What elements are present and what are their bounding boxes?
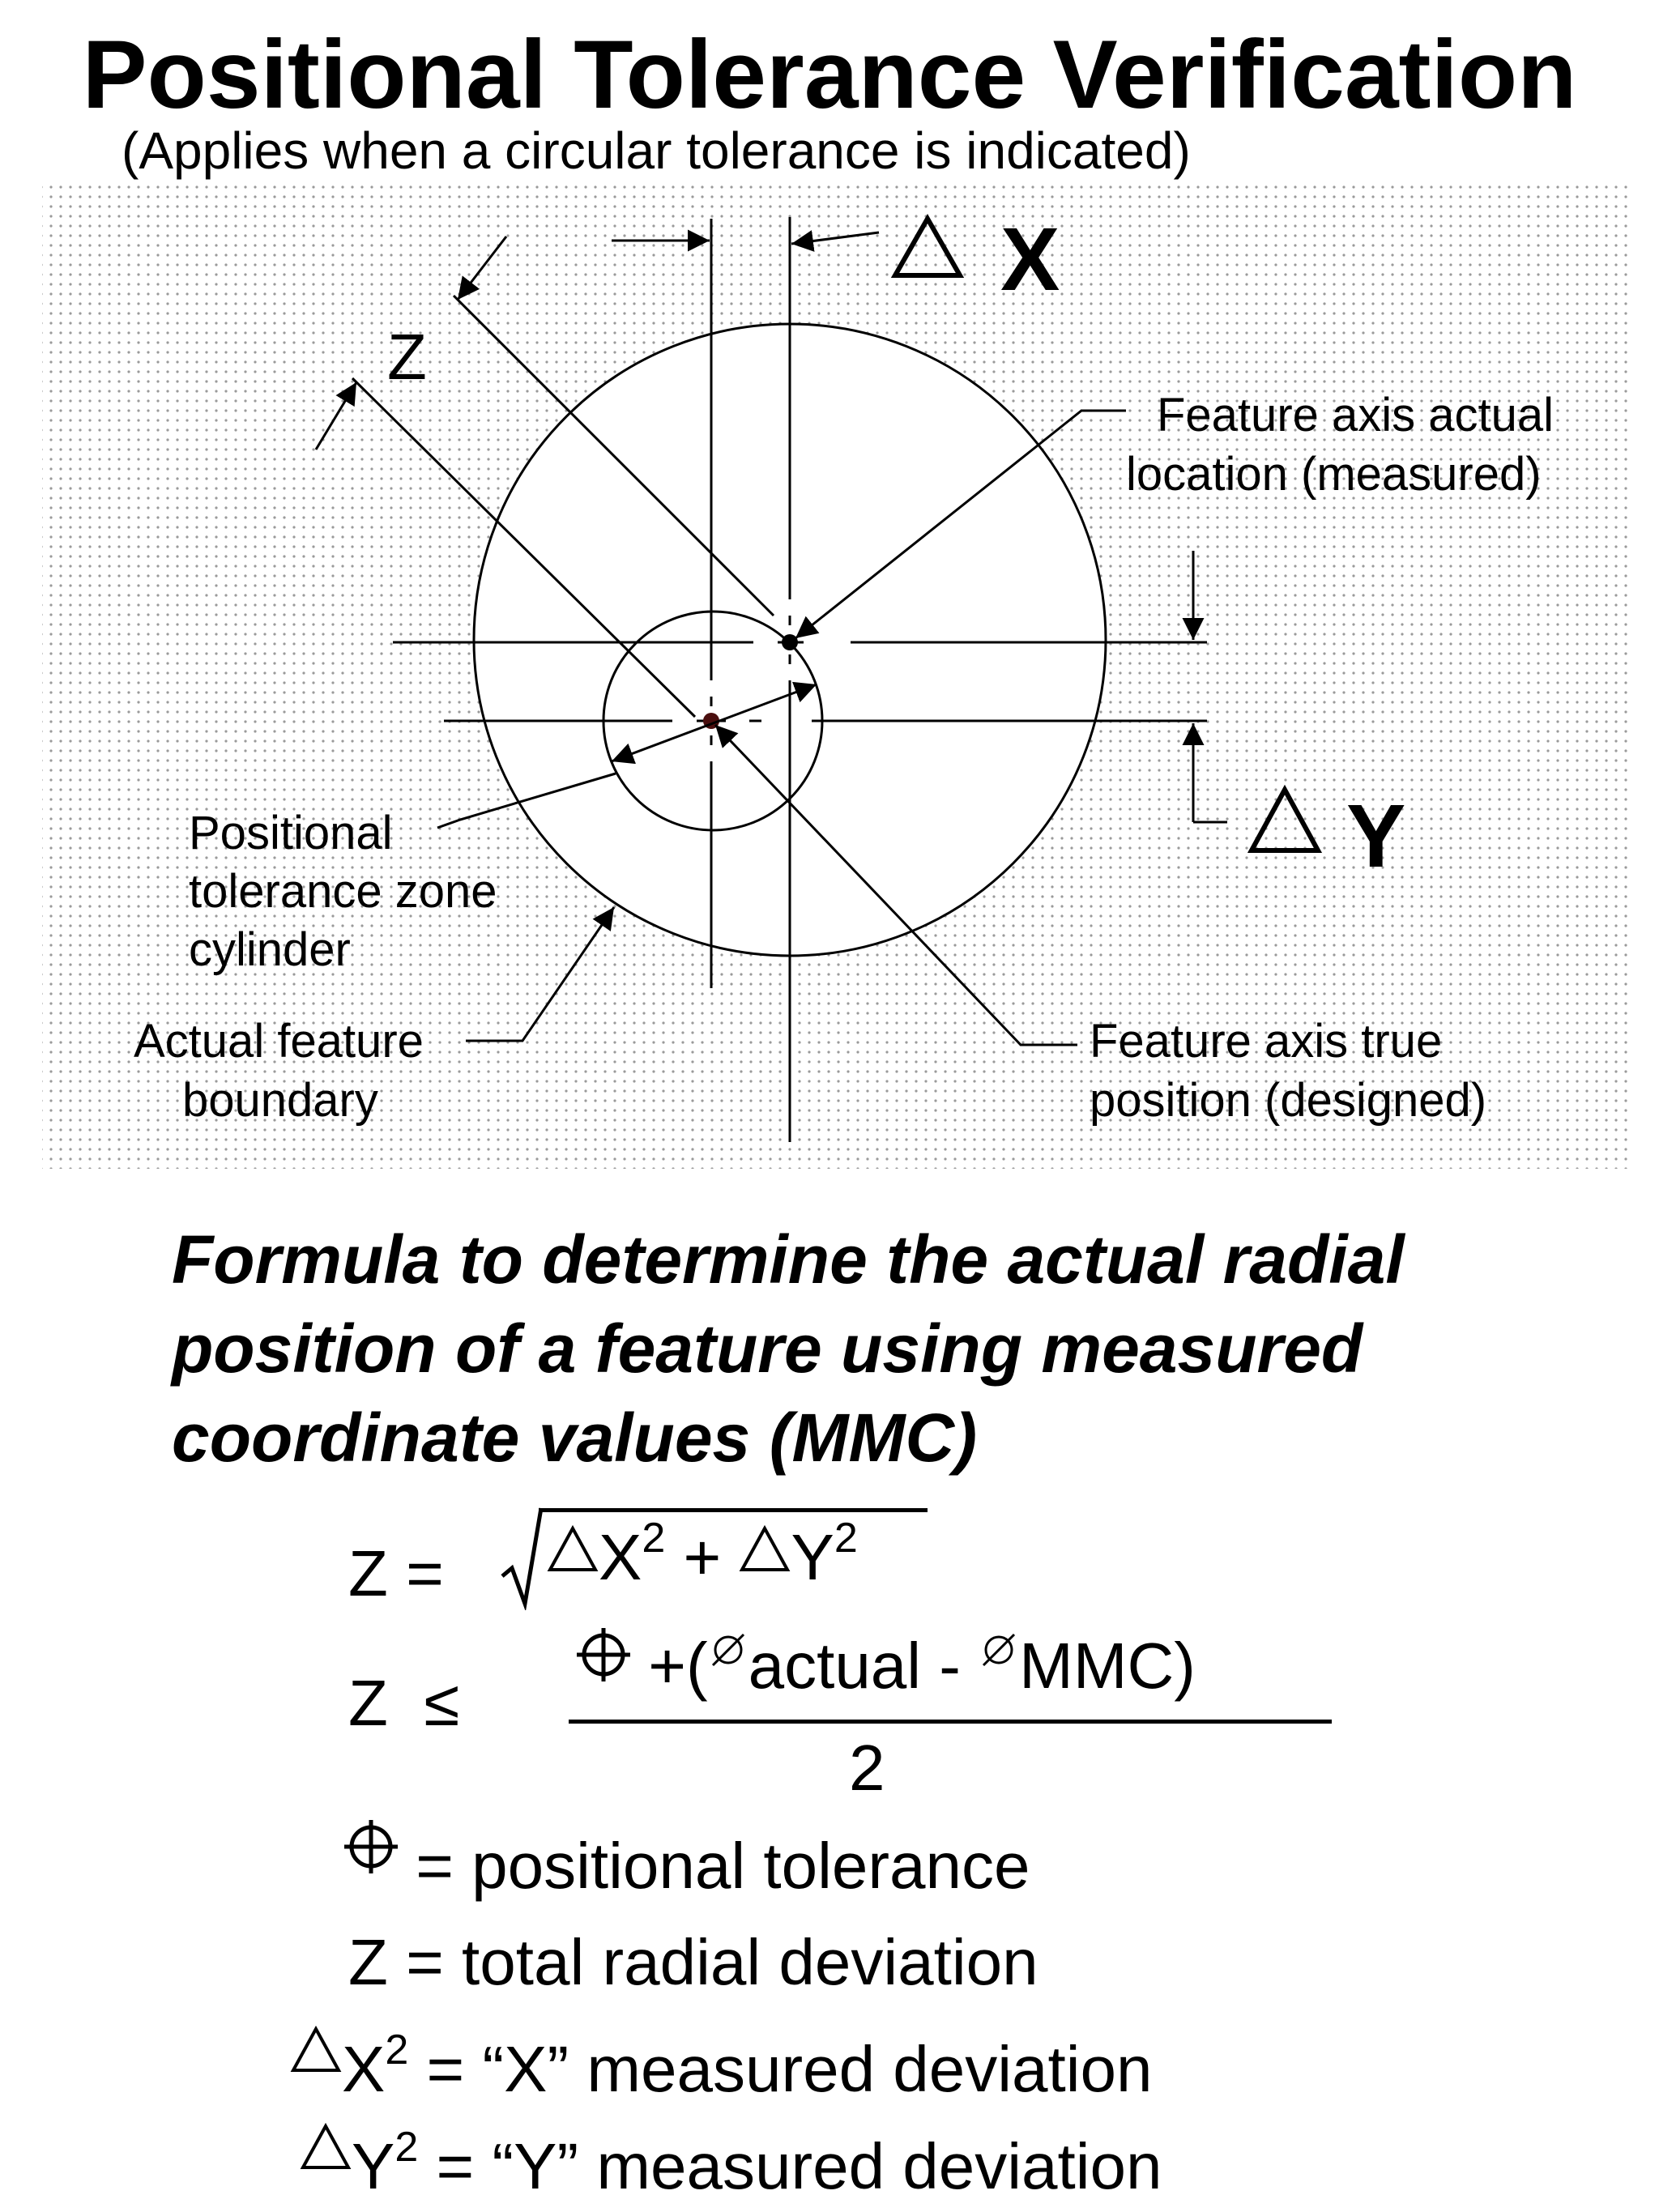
diameter-icon <box>983 1633 1016 1667</box>
equation-limit-denominator: 2 <box>849 1732 885 1804</box>
sqrt-icon <box>501 1507 543 1610</box>
equation-limit-lhs: Z ≤ <box>348 1667 460 1739</box>
equation-radial-radicand: X2 + Y2 <box>547 1517 858 1596</box>
label-axis-actual: Feature axis actual location (measured) <box>1126 389 1567 501</box>
delta-x-dimension <box>612 229 880 252</box>
formula-heading: Formula to determine the actual radial p… <box>172 1215 1597 1482</box>
delta-icon <box>547 1524 599 1571</box>
label-feature-boundary: Actual feature boundary <box>134 1015 437 1127</box>
delta-x-label: X <box>1000 210 1060 309</box>
page-subtitle: (Applies when a circular tolerance is in… <box>122 121 1191 180</box>
delta-y-label: Y <box>1346 786 1405 886</box>
position-symbol-icon <box>344 1820 398 1873</box>
delta-icon <box>300 2122 352 2169</box>
page-title: Positional Tolerance Verification <box>82 20 1577 129</box>
label-tolerance-zone: Positional tolerance zone cylinder <box>189 807 510 976</box>
formula-heading-line: Formula to determine the actual radial <box>172 1221 1405 1298</box>
definition-y-deviation: Y2 = “Y” measured deviation <box>300 2122 1162 2206</box>
delta-icon <box>1247 784 1323 853</box>
formula-heading-line: position of a feature using measured <box>172 1311 1363 1387</box>
definition-x-deviation: X2 = “X” measured deviation <box>290 2025 1153 2108</box>
z-label: Z <box>387 321 427 393</box>
delta-icon <box>740 1524 791 1571</box>
fraction-line <box>569 1720 1332 1724</box>
leq-symbol: ≤ <box>424 1667 460 1739</box>
delta-icon <box>890 213 965 278</box>
leader-lines <box>437 409 1126 1046</box>
definition-total-radial-deviation: Z = total radial deviation <box>348 1926 1038 1998</box>
zone-diameter-arrow <box>611 681 817 765</box>
equation-limit-numerator: +(actual - MMC) <box>577 1626 1196 1705</box>
position-symbol-icon <box>577 1628 630 1681</box>
sqrt-bar <box>539 1508 928 1512</box>
definition-positional-tolerance: = positional tolerance <box>344 1818 1030 1905</box>
formula-heading-line: coordinate values (MMC) <box>172 1400 978 1476</box>
delta-y-dimension <box>1182 551 1227 824</box>
equation-radial: Z = <box>348 1537 444 1609</box>
z-dimension <box>314 236 775 718</box>
actual-axis-point <box>782 634 798 650</box>
diameter-icon <box>711 1633 744 1667</box>
label-true-position: Feature axis true position (designed) <box>1090 1015 1486 1127</box>
delta-icon <box>290 2025 342 2072</box>
